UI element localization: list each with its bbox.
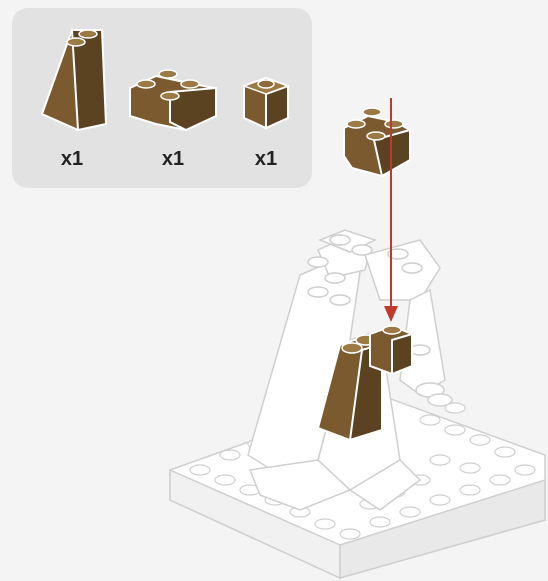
installed-small-brick: [370, 326, 412, 374]
incoming-corner-plate: [344, 108, 410, 176]
